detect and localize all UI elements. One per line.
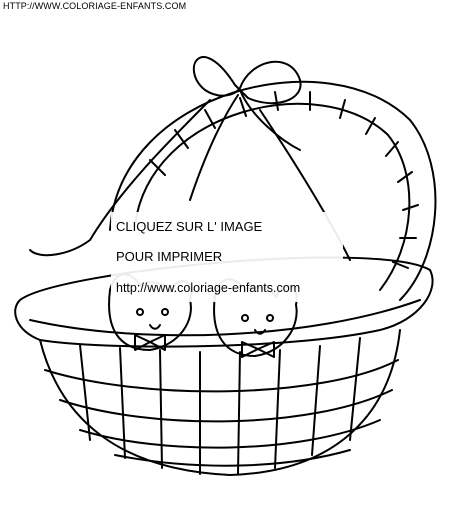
site-url-text: HTTP://WWW.COLORIAGE-ENFANTS.COM: [3, 1, 187, 11]
ribbon: [29, 99, 211, 257]
click-image-text: CLIQUEZ SUR L' IMAGE: [116, 219, 263, 234]
basket-handle: [109, 80, 437, 301]
bow: [192, 56, 302, 105]
print-instructions-overlay[interactable]: CLIQUEZ SUR L' IMAGE POUR IMPRIMER http:…: [111, 212, 343, 302]
to-print-text: POUR IMPRIMER: [116, 249, 223, 264]
basket-body: [39, 329, 401, 476]
website-link[interactable]: http://www.coloriage-enfants.com: [116, 281, 301, 295]
